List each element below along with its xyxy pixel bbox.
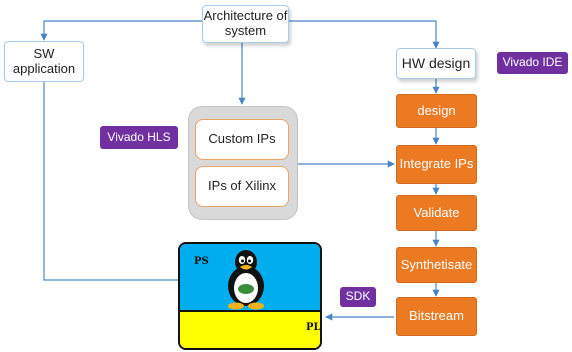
sdk-tag: SDK (340, 287, 376, 307)
ips-of-xilinx-node: IPs of Xilinx (195, 166, 289, 207)
sw-application-node: SW application (4, 41, 84, 82)
architecture-node: Architecture of system (202, 5, 289, 43)
integrate-ips-label: Integrate IPs (399, 156, 474, 172)
design-node: design (396, 94, 477, 128)
vivado-ide-tag: Vivado IDE (497, 52, 568, 74)
hw-design-label: HW design (401, 55, 471, 72)
vivado-ide-label: Vivado IDE (502, 55, 563, 70)
pl-region (180, 310, 320, 348)
architecture-label: Architecture of system (203, 8, 288, 38)
synthetisate-label: Synthetisate (400, 256, 473, 272)
custom-ips-label: Custom IPs (208, 131, 276, 147)
arch-to-hw-connector (289, 20, 440, 49)
synthetisate-node: Synthetisate (396, 247, 477, 283)
hw-design-node: HW design (396, 48, 476, 79)
sw-to-board-connector (43, 82, 221, 284)
arch-to-sw-connector (40, 20, 202, 41)
zynq-board: PS PL (178, 242, 322, 350)
sdk-label: SDK (345, 289, 371, 304)
bitstream-node: Bitstream (396, 297, 477, 336)
design-label: design (417, 102, 456, 118)
integrate-ips-node: Integrate IPs (396, 145, 477, 184)
ips-of-xilinx-label: IPs of Xilinx (208, 178, 276, 194)
custom-ips-node: Custom IPs (195, 119, 289, 160)
validate-label: Validate (413, 204, 460, 220)
vivado-hls-label: Vivado HLS (107, 129, 171, 144)
sw-application-label: SW application (12, 45, 76, 76)
tux-penguin-icon (228, 250, 264, 310)
pl-label: PL (306, 322, 321, 333)
ps-label: PS (194, 256, 209, 267)
bitstream-label: Bitstream (409, 308, 464, 324)
validate-node: Validate (396, 195, 477, 231)
vivado-hls-tag: Vivado HLS (100, 126, 178, 149)
